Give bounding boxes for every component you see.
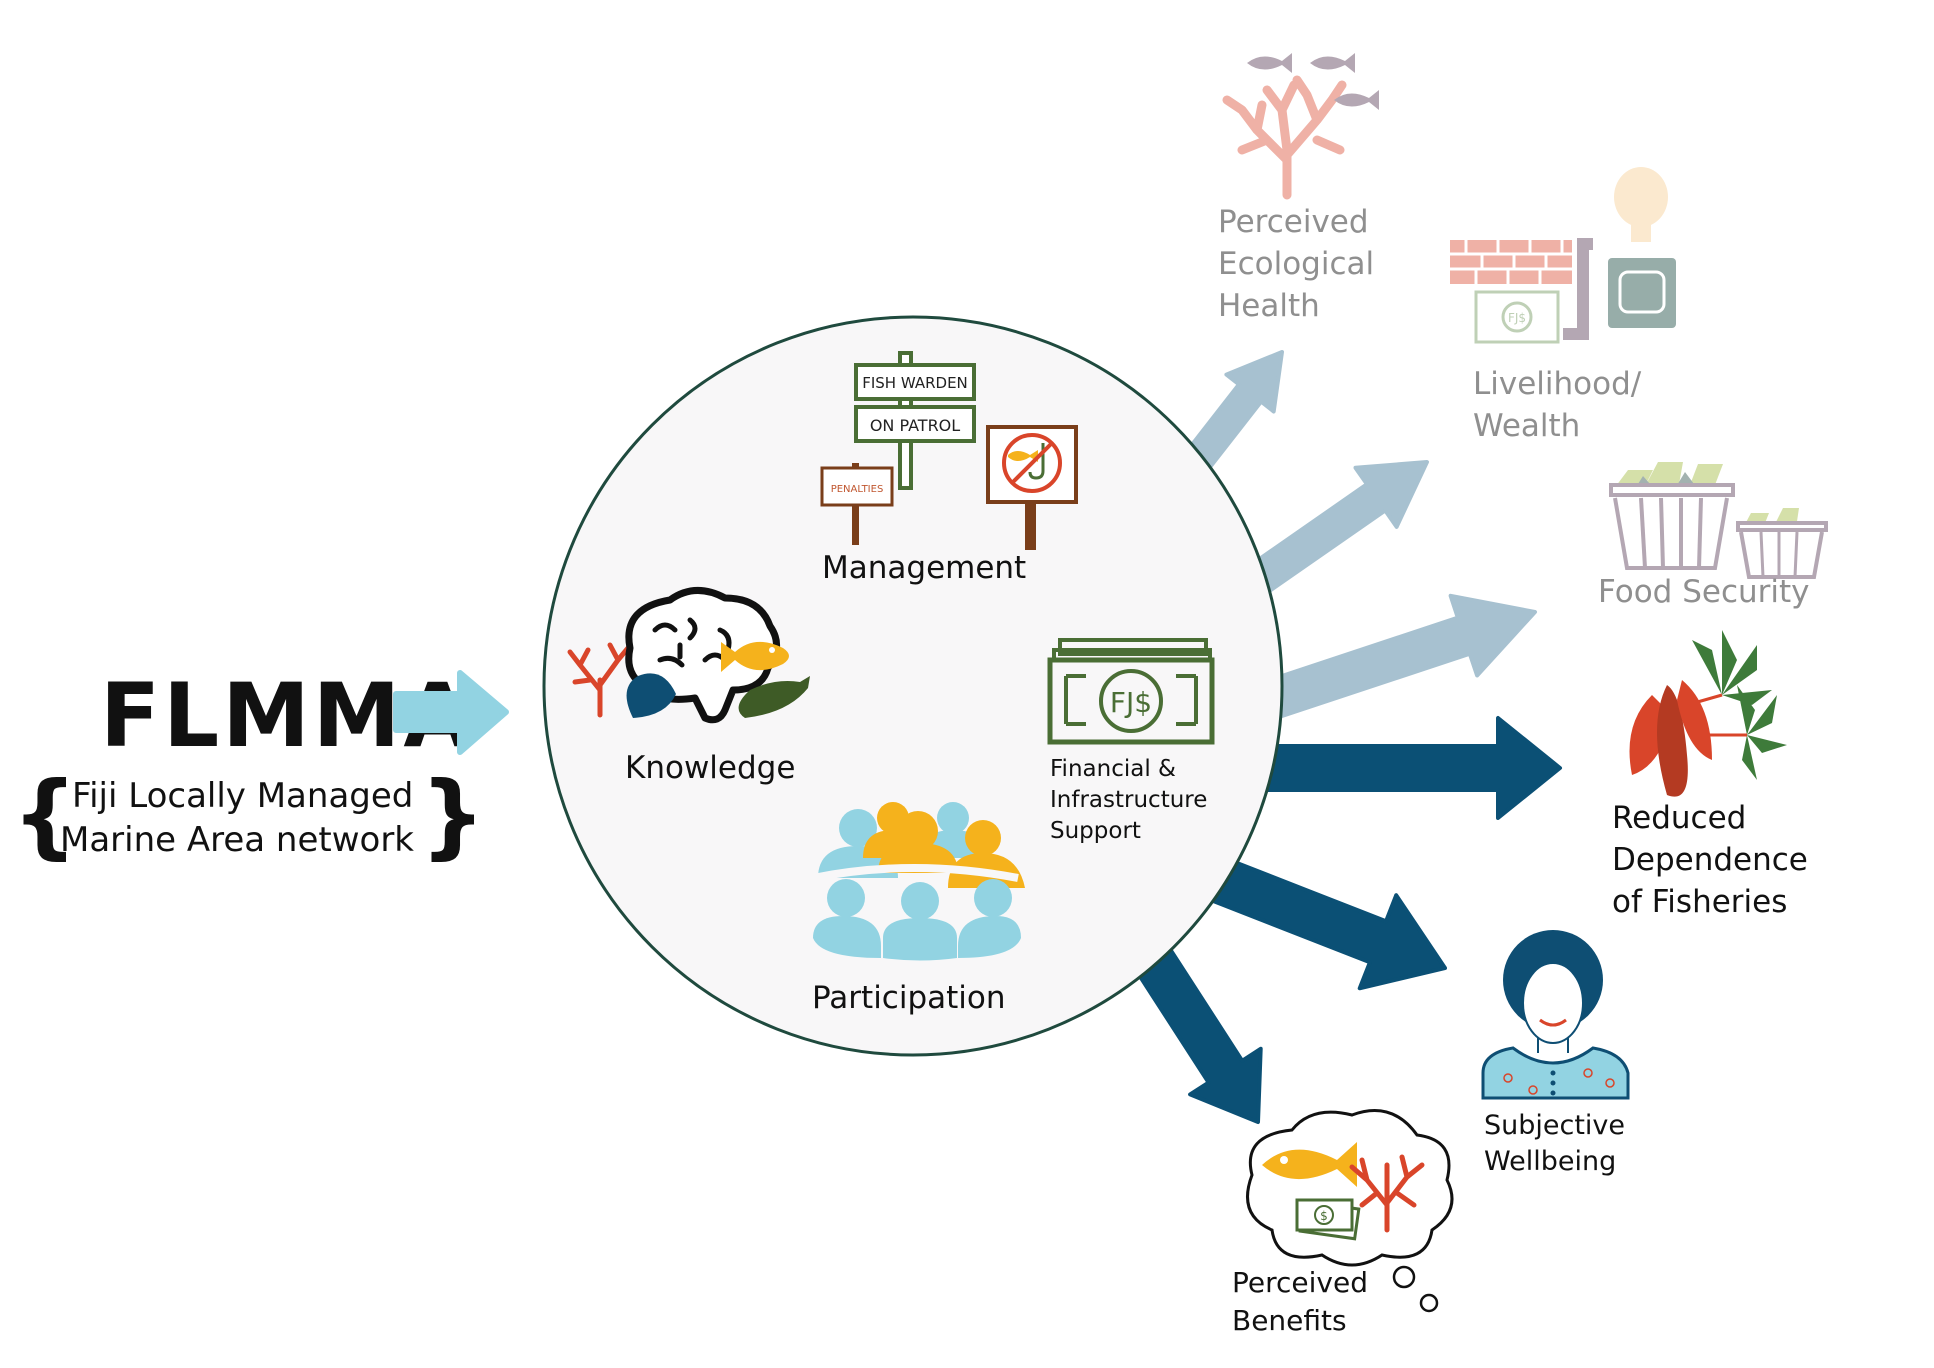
food-baskets-icon: [1609, 462, 1828, 579]
person-icon: [1481, 930, 1630, 1100]
knowledge-icon: [567, 587, 810, 724]
benefits-currency: $: [1320, 1209, 1328, 1223]
currency-label: FJ$: [1110, 686, 1152, 719]
livelihood-icon: FJ$: [1450, 167, 1676, 344]
brace-close: }: [420, 762, 486, 869]
arrow-to-ecological-health: [1177, 350, 1284, 481]
food-security-label: Food Security: [1598, 574, 1810, 610]
thought-cloud-icon: $: [1246, 1109, 1454, 1313]
reduced-dependence-line1: Reduced: [1612, 800, 1747, 836]
arrow-to-reduced-dependence: [1258, 716, 1562, 820]
livelihood-line1: Livelihood/: [1473, 366, 1642, 402]
cassava-icon: [1629, 630, 1787, 797]
participation-icon: [812, 802, 1025, 961]
management-icon: FISH WARDEN ON PATROL PENALTIES: [820, 351, 1078, 550]
coral-fish-icon: [1222, 53, 1379, 200]
financial-icon: FJ$: [1047, 638, 1215, 745]
ecological-health-line2: Ecological: [1218, 246, 1375, 282]
arrow-to-livelihood: [1238, 460, 1429, 601]
flmma-title: FLMMA: [100, 664, 475, 767]
subjective-wellbeing-line2: Wellbeing: [1484, 1146, 1617, 1177]
flmma-fullname-line1: Fiji Locally Managed: [72, 776, 414, 816]
perceived-benefits-line2: Benefits: [1232, 1304, 1347, 1337]
financial-label-line1: Financial &: [1050, 756, 1176, 782]
participation-label: Participation: [812, 980, 1006, 1016]
sign-on-patrol: ON PATROL: [870, 416, 960, 435]
flmma-fullname-line2: Marine Area network: [60, 820, 414, 860]
ecological-health-line3: Health: [1218, 288, 1320, 324]
subjective-wellbeing-line1: Subjective: [1484, 1110, 1626, 1141]
livelihood-line2: Wealth: [1473, 408, 1581, 444]
knowledge-label: Knowledge: [625, 750, 796, 786]
sign-penalties: PENALTIES: [831, 484, 884, 495]
arrow-to-perceived-benefits: [1131, 942, 1263, 1124]
sign-fish-warden: FISH WARDEN: [862, 374, 968, 392]
perceived-benefits-line1: Perceived: [1232, 1266, 1368, 1299]
brace-open: {: [12, 762, 78, 869]
reduced-dependence-line2: Dependence: [1612, 842, 1808, 878]
financial-label-line2: Infrastructure: [1050, 787, 1208, 813]
ecological-health-line1: Perceived: [1218, 204, 1369, 240]
reduced-dependence-line3: of Fisheries: [1612, 884, 1788, 920]
management-label: Management: [822, 550, 1027, 586]
arrow-to-food-security: [1262, 593, 1537, 720]
financial-label-line3: Support: [1050, 818, 1141, 844]
livelihood-currency: FJ$: [1508, 311, 1526, 325]
arrow-to-subjective-wellbeing: [1210, 857, 1447, 991]
